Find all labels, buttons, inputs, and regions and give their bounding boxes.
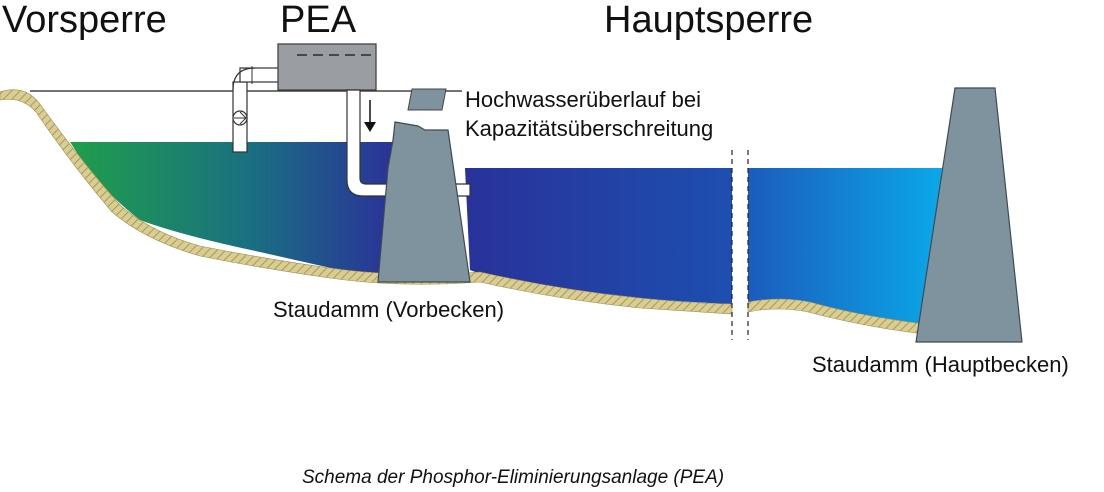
pre-reservoir-water xyxy=(70,142,400,282)
label-vorsperre: Vorsperre xyxy=(2,0,167,41)
main-reservoir-water-left xyxy=(440,168,732,304)
label-dam-pre: Staudamm (Vorbecken) xyxy=(273,297,504,322)
outlet-pipe xyxy=(346,89,471,197)
label-overflow-line1: Hochwasserüberlauf bei xyxy=(465,87,701,112)
flow-arrow xyxy=(364,100,376,132)
pump-symbol xyxy=(234,111,247,125)
main-reservoir-water-right xyxy=(748,168,942,326)
intake-pipe xyxy=(232,66,281,153)
label-overflow-line2: Kapazitätsüberschreitung xyxy=(465,116,713,141)
label-pea: PEA xyxy=(280,0,357,41)
main-dam xyxy=(915,87,1023,343)
label-hauptsperre: Hauptsperre xyxy=(604,0,813,41)
pre-dam xyxy=(377,121,471,283)
diagram-caption: Schema der Phosphor-Eliminierungsanlage … xyxy=(302,467,724,488)
label-dam-main: Staudamm (Hauptbecken) xyxy=(812,352,1069,377)
pea-box xyxy=(277,43,377,91)
overflow-block xyxy=(407,88,447,111)
